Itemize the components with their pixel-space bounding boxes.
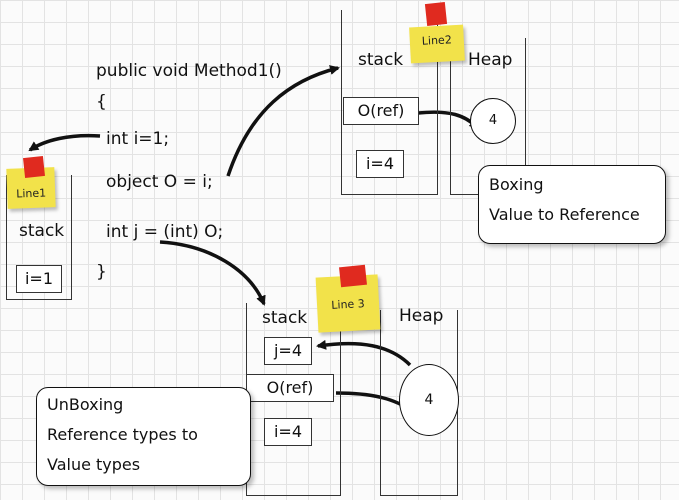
heap-object: 4 [399, 364, 459, 436]
stack-cell-i: i=4 [356, 150, 404, 178]
code-line-int-j: int j = (int) O; [106, 222, 224, 242]
stack-label: stack [262, 308, 308, 328]
arrow-heap3-to-j [316, 339, 412, 367]
stack-cell-j: j=4 [264, 337, 312, 365]
pin-icon [339, 264, 367, 288]
stack-label: stack [358, 50, 404, 70]
pin-icon [23, 156, 45, 178]
unboxing-callout: UnBoxing Reference types to Value types [36, 387, 251, 486]
arrow-line1-to-stack [28, 133, 101, 152]
stack-cell-ref: O(ref) [246, 374, 334, 402]
heap-label: Heap [399, 306, 444, 326]
callout-text-line2: Reference types to [47, 425, 198, 444]
pin-icon [424, 2, 448, 26]
arrow-line5-to-stack3 [159, 240, 266, 306]
code-line-object-o: object O = i; [106, 172, 213, 192]
stack-cell-ref: O(ref) [343, 97, 419, 125]
code-line-signature: public void Method1() [96, 61, 282, 81]
stack-column [341, 10, 438, 195]
callout-text-line3: Value types [47, 455, 141, 474]
stack-cell-i: i=1 [16, 265, 62, 293]
callout-title: UnBoxing [47, 395, 124, 414]
heap-label: Heap [468, 50, 513, 70]
callout-title: Boxing [489, 175, 544, 194]
callout-text: Value to Reference [489, 205, 640, 224]
arrow-line4-to-stack2 [226, 65, 340, 177]
boxing-callout: Boxing Value to Reference [478, 165, 666, 244]
stack-label: stack [19, 221, 65, 241]
code-line-close-brace: } [96, 262, 107, 282]
code-line-int-i: int i=1; [106, 129, 170, 149]
stack-cell-i: i=4 [264, 418, 312, 446]
stack-column [6, 175, 72, 300]
heap-object: 4 [470, 98, 516, 144]
sticky-note-line2: Line2 [409, 24, 465, 64]
code-line-open-brace: { [96, 92, 107, 112]
